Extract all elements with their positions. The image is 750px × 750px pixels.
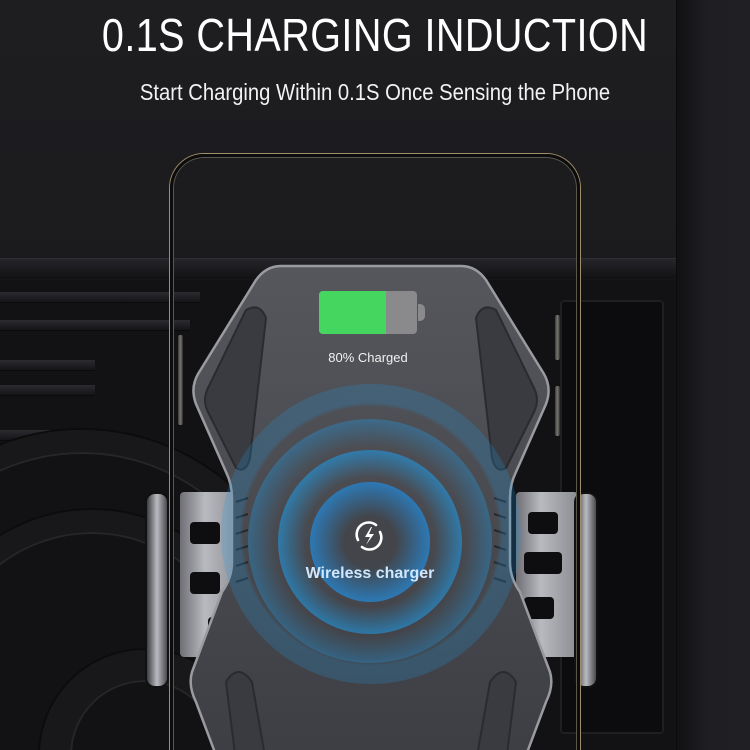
clamp-slot <box>190 572 220 594</box>
battery-status-label: 80% Charged <box>328 350 408 365</box>
clamp-slot <box>528 512 558 534</box>
signal-ring-core <box>310 482 430 602</box>
vent-slat <box>0 320 190 331</box>
vent-slat <box>0 292 200 303</box>
phone-side-button <box>555 386 560 436</box>
phone-side-button <box>555 315 560 360</box>
battery-fill <box>319 291 386 334</box>
battery-indicator <box>319 291 417 334</box>
left-clamp-grip <box>147 494 167 686</box>
vent-slat <box>0 385 95 396</box>
subheadline: Start Charging Within 0.1S Once Sensing … <box>139 79 611 105</box>
right-clamp-grip <box>576 494 596 686</box>
phone-side-button <box>178 335 183 425</box>
headline: 0.1S CHARGING INDUCTION <box>101 9 649 61</box>
wireless-charging-bolt-icon <box>355 521 383 551</box>
phone-outline <box>170 154 580 750</box>
clamp-slot <box>190 522 220 544</box>
wireless-charger-label: Wireless charger <box>305 565 435 582</box>
clamp-slot <box>524 552 562 574</box>
clamp-slot <box>524 597 554 619</box>
dashboard-side-panel <box>676 0 750 750</box>
vent-slat <box>0 360 95 371</box>
battery-tip <box>418 304 425 321</box>
